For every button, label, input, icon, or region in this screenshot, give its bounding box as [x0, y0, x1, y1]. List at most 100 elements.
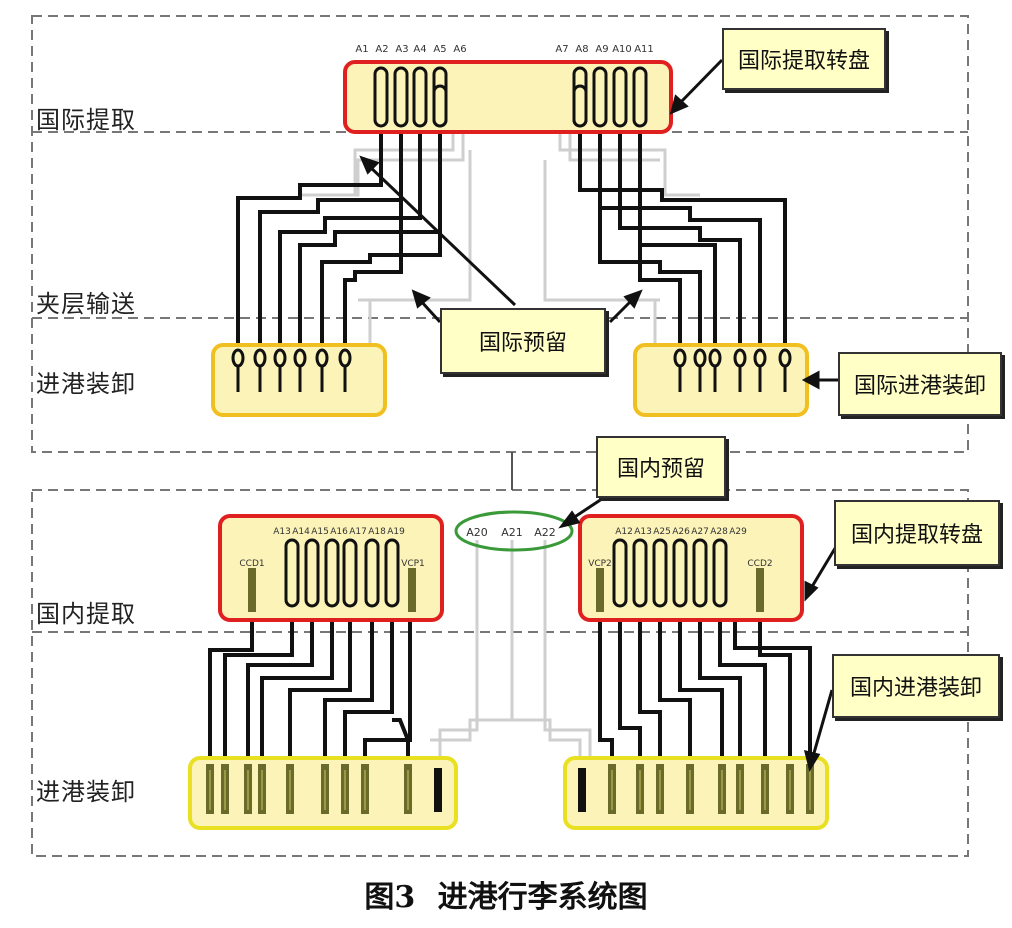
carousel-label: A1 — [355, 44, 368, 55]
intl-left-routes — [236, 118, 442, 360]
carousel-label: A15 — [311, 527, 329, 537]
callout-intl-reserve: 国际预留 — [440, 308, 606, 374]
callout-dom-unload: 国内进港装卸 — [832, 654, 1000, 718]
chute-mark — [778, 348, 792, 368]
dom-right-routes — [598, 610, 812, 770]
carousel-label: A14 — [292, 527, 310, 537]
dom-left-routes — [208, 610, 412, 770]
callout-dom-carousel: 国内提取转盘 — [834, 500, 1000, 566]
zone-label-intl-pickup: 国际提取 — [36, 106, 136, 134]
carousel-label: A17 — [349, 527, 367, 537]
carousel-slot — [384, 538, 400, 608]
chute-mark — [253, 348, 267, 368]
dom-reserve-routes — [430, 540, 592, 760]
carousel-tag: CCD2 — [747, 559, 772, 569]
carousel-label: A8 — [575, 44, 588, 55]
chute-mark — [273, 348, 287, 368]
carousel-slot — [393, 66, 409, 128]
carousel-label: A13 — [273, 527, 291, 537]
dom-reserve-ellipse — [454, 510, 574, 552]
carousel-slot — [304, 538, 320, 608]
carousel-tag: VCP2 — [588, 559, 612, 569]
carousel-label: A29 — [729, 527, 747, 537]
carousel-label: A10 — [612, 44, 632, 55]
carousel-slot — [284, 538, 300, 608]
zone-label-intl-unload: 进港装卸 — [36, 370, 136, 398]
carousel-label: A13 — [634, 527, 652, 537]
chute-mark — [708, 348, 722, 368]
carousel-label: A16 — [330, 527, 348, 537]
chute-mark — [231, 348, 245, 368]
dom-carousel-slots — [248, 538, 764, 612]
carousel-slot — [632, 538, 648, 608]
chute-mark — [753, 348, 767, 368]
figure-caption: 图3 进港行李系统图 — [0, 872, 1012, 916]
carousel-slot — [572, 84, 588, 128]
chute-mark — [733, 348, 747, 368]
carousel-label: A11 — [634, 44, 654, 55]
callout-dom-reserve: 国内预留 — [596, 436, 726, 498]
callout-intl-carousel: 国际提取转盘 — [722, 28, 886, 90]
carousel-label: A12 — [615, 527, 633, 537]
dom-unload-marks — [206, 764, 814, 814]
carousel-slot — [612, 66, 628, 128]
carousel-slot — [364, 538, 380, 608]
intl-carousel-slots — [373, 66, 648, 128]
figure-title: 进港行李系统图 — [437, 880, 648, 915]
chute-mark — [315, 348, 329, 368]
carousel-slot — [592, 66, 608, 128]
carousel-label: A28 — [710, 527, 728, 537]
carousel-label: A6 — [453, 44, 466, 55]
carousel-slot — [652, 538, 668, 608]
callout-arrows — [359, 58, 842, 772]
carousel-tag: VCP1 — [401, 559, 425, 569]
carousel-slot — [342, 538, 358, 608]
carousel-label: A26 — [672, 527, 690, 537]
domestic-section-frame — [31, 489, 969, 857]
figure-number: 图3 — [364, 880, 416, 915]
carousel-label: A18 — [368, 527, 386, 537]
reserve-label: A22 — [534, 526, 556, 539]
carousel-slot — [248, 568, 256, 612]
chute-mark — [693, 348, 707, 368]
carousel-label: A25 — [653, 527, 671, 537]
international-section-frame — [31, 15, 969, 453]
carousel-label: A27 — [691, 527, 709, 537]
reserve-label: A21 — [501, 526, 523, 539]
carousel-slot — [596, 568, 604, 612]
carousel-slot — [432, 84, 448, 128]
carousel-label: A7 — [555, 44, 568, 55]
callout-intl-unload: 国际进港装卸 — [838, 352, 1002, 416]
carousel-label: A5 — [433, 44, 446, 55]
carousel-slot — [712, 538, 728, 608]
chute-mark — [578, 768, 586, 812]
carousel-slot — [692, 538, 708, 608]
carousel-slot — [672, 538, 688, 608]
intl-right-routes — [578, 118, 787, 360]
intl-unload-marks — [231, 348, 792, 392]
carousel-tag: CCD1 — [239, 559, 264, 569]
carousel-label: A19 — [387, 527, 405, 537]
reserve-label: A20 — [466, 526, 488, 539]
carousel-slot — [324, 538, 340, 608]
dom-reserve-labels: A20 A21 A22 — [466, 526, 556, 539]
intl-reserve-routes — [300, 130, 700, 345]
chute-mark — [434, 768, 442, 812]
carousel-label: A4 — [413, 44, 426, 55]
carousel-slot — [612, 538, 628, 608]
chute-mark — [673, 348, 687, 368]
carousel-slot — [408, 568, 416, 612]
carousel-slot — [373, 66, 389, 128]
chute-mark — [338, 348, 352, 368]
zone-label-dom-pickup: 国内提取 — [36, 600, 136, 628]
carousel-slot — [632, 66, 648, 128]
carousel-slot — [756, 568, 764, 612]
zone-label-dom-unload: 进港装卸 — [36, 778, 136, 806]
carousel-label: A3 — [395, 44, 408, 55]
carousel-label: A9 — [595, 44, 608, 55]
carousel-label: A2 — [375, 44, 388, 55]
chute-mark — [293, 348, 307, 368]
